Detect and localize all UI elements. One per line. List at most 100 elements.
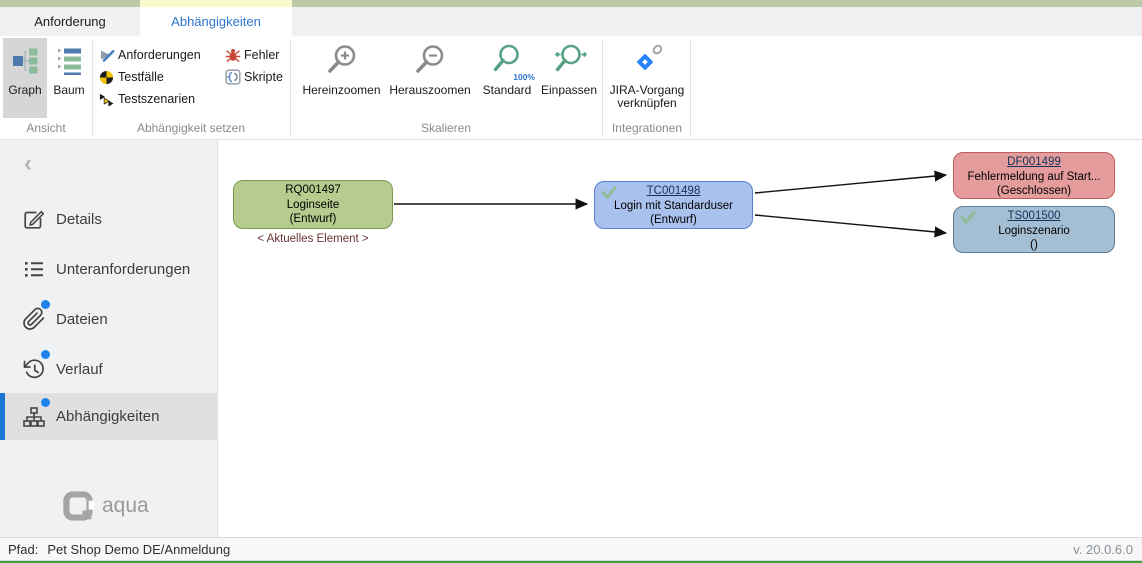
- testscenario-icon: [98, 91, 115, 108]
- jira-link-label-line1: JIRA-Vorgang: [609, 83, 685, 97]
- node-id-link[interactable]: TC001498: [646, 185, 701, 197]
- sidebar-item-details[interactable]: Details: [0, 196, 218, 242]
- tree-view-label: Baum: [53, 83, 85, 97]
- subrequirements-list-icon: [22, 257, 46, 281]
- tab-abhaengigkeiten[interactable]: Abhängigkeiten: [140, 7, 292, 36]
- ribbon-tabbar: Anforderung Abhängigkeiten: [0, 7, 1142, 36]
- zoom-in-button[interactable]: Hereinzoomen: [299, 38, 384, 118]
- bottom-accent-strip: [0, 561, 1142, 563]
- sidebar-item-dateien-label: Dateien: [56, 310, 108, 328]
- node-status: (Entwurf): [289, 213, 337, 225]
- zoom-out-label: Herauszoomen: [389, 83, 471, 97]
- set-dependency-requirements-label: Anforderungen: [118, 48, 201, 62]
- sidebar-item-verlauf[interactable]: Verlauf: [0, 346, 218, 392]
- zoom-fit-button[interactable]: Einpassen: [539, 38, 599, 118]
- top-accent-strip: [0, 0, 1142, 7]
- graph-edges: [394, 170, 948, 238]
- graph-view-icon: [3, 38, 47, 84]
- node-title: Loginseite: [286, 198, 340, 211]
- group-separator: [92, 40, 93, 136]
- set-dependency-requirements-button[interactable]: Anforderungen: [98, 46, 201, 64]
- tab-anforderung[interactable]: Anforderung: [34, 14, 106, 29]
- sidebar-collapse-chevron-icon[interactable]: ‹: [24, 150, 32, 177]
- sidebar-item-unteranforderungen[interactable]: Unteranforderungen: [0, 246, 218, 292]
- group-label-scale: Skalieren: [420, 121, 472, 135]
- aqua-logo-icon: [63, 491, 94, 521]
- sidebar-item-details-label: Details: [56, 210, 102, 228]
- group-separator: [290, 40, 291, 136]
- check-icon: [601, 186, 617, 204]
- check-icon: [960, 211, 976, 229]
- notification-dot: [41, 350, 50, 359]
- jira-link-label-line2: verknüpfen: [617, 96, 677, 110]
- jira-link-button[interactable]: JIRA-Vorgang verknüpfen: [605, 38, 689, 118]
- sidebar: ‹ Details: [0, 140, 218, 537]
- paperclip-icon: [22, 300, 50, 331]
- node-id-link[interactable]: TS001500: [1007, 210, 1061, 222]
- edit-details-icon: [22, 207, 46, 231]
- group-separator: [602, 40, 603, 136]
- status-bar: Pfad: Pet Shop Demo DE/Anmeldung v. 20.0…: [0, 537, 1142, 561]
- zoom-in-label: Hereinzoomen: [302, 83, 381, 97]
- node-status: (): [1030, 239, 1038, 251]
- notification-dot: [41, 397, 50, 407]
- script-icon: [224, 69, 241, 86]
- sidebar-item-abhaengigkeiten-label: Abhängigkeiten: [56, 408, 160, 425]
- set-dependency-testcases-label: Testfälle: [118, 70, 164, 84]
- tree-view-icon: [48, 38, 90, 84]
- requirement-icon: [98, 47, 115, 64]
- zoom-standard-button[interactable]: 100% Standard: [477, 38, 537, 118]
- defect-bug-icon: [224, 47, 241, 64]
- sidebar-item-unteranforderungen-label: Unteranforderungen: [56, 260, 191, 278]
- sidebar-item-dateien[interactable]: Dateien: [0, 296, 218, 342]
- sidebar-item-abhaengigkeiten[interactable]: Abhängigkeiten: [0, 393, 218, 440]
- ribbon: Graph Baum Ansicht: [0, 36, 1142, 140]
- set-dependency-defects-label: Fehler: [244, 48, 280, 62]
- graph-node-testscenario[interactable]: TS001500 Loginszenario (): [953, 206, 1115, 253]
- aqua-logo: aqua: [62, 490, 149, 522]
- path-label: Pfad:: [8, 541, 39, 557]
- set-dependency-defects-button[interactable]: Fehler: [224, 46, 279, 64]
- zoom-in-icon: [299, 38, 384, 84]
- zoom-standard-label: Standard: [482, 83, 532, 97]
- sidebar-item-verlauf-label: Verlauf: [56, 360, 103, 378]
- node-title: Login mit Standarduser: [614, 199, 733, 212]
- set-dependency-testscenarios-label: Testszenarien: [118, 92, 196, 106]
- zoom-out-icon: [386, 38, 474, 84]
- current-element-marker: < Aktuelles Element >: [257, 233, 369, 245]
- graph-view-button[interactable]: Graph: [3, 38, 47, 118]
- set-dependency-testcases-button[interactable]: Testfälle: [98, 68, 164, 86]
- graph-node-defect[interactable]: DF001499 Fehlermeldung auf Start... (Ges…: [953, 152, 1115, 199]
- zoom-fit-icon: [539, 38, 599, 84]
- group-label-dependency: Abhängigkeit setzen: [136, 121, 246, 135]
- graph-node-testcase[interactable]: TC001498 Login mit Standarduser (Entwurf…: [594, 181, 753, 229]
- graph-view-label: Graph: [8, 83, 42, 97]
- notification-dot: [41, 300, 50, 309]
- group-separator: [690, 40, 691, 136]
- jira-icon: [605, 38, 689, 84]
- path-value: Pet Shop Demo DE/Anmeldung: [47, 541, 231, 557]
- node-id-link[interactable]: DF001499: [1007, 156, 1061, 168]
- tree-view-button[interactable]: Baum: [48, 38, 90, 118]
- aqua-logo-text: aqua: [102, 494, 149, 517]
- version-text: v. 20.0.6.0: [1073, 541, 1133, 557]
- zoom-standard-icon: 100%: [477, 38, 537, 84]
- testcase-icon: [98, 69, 115, 86]
- active-tab-highlight-strip: [140, 0, 292, 7]
- node-title: Loginszenario: [998, 224, 1070, 237]
- group-label-ansicht: Ansicht: [26, 121, 66, 135]
- zoom-fit-label: Einpassen: [540, 83, 598, 97]
- dependencies-sitemap-icon: [22, 397, 50, 429]
- set-dependency-testscenarios-button[interactable]: Testszenarien: [98, 90, 195, 108]
- node-status: (Entwurf): [650, 214, 697, 226]
- node-title: Fehlermeldung auf Start...: [967, 170, 1101, 183]
- graph-node-requirement[interactable]: RQ001497 Loginseite (Entwurf): [233, 180, 393, 229]
- node-id-link[interactable]: RQ001497: [285, 184, 341, 196]
- set-dependency-scripts-button[interactable]: Skripte: [224, 68, 283, 86]
- zoom-out-button[interactable]: Herauszoomen: [386, 38, 474, 118]
- set-dependency-scripts-label: Skripte: [244, 70, 283, 84]
- node-status: (Geschlossen): [996, 185, 1072, 197]
- dependency-graph-canvas[interactable]: RQ001497 Loginseite (Entwurf) < Aktuelle…: [218, 140, 1142, 537]
- history-icon: [22, 350, 50, 381]
